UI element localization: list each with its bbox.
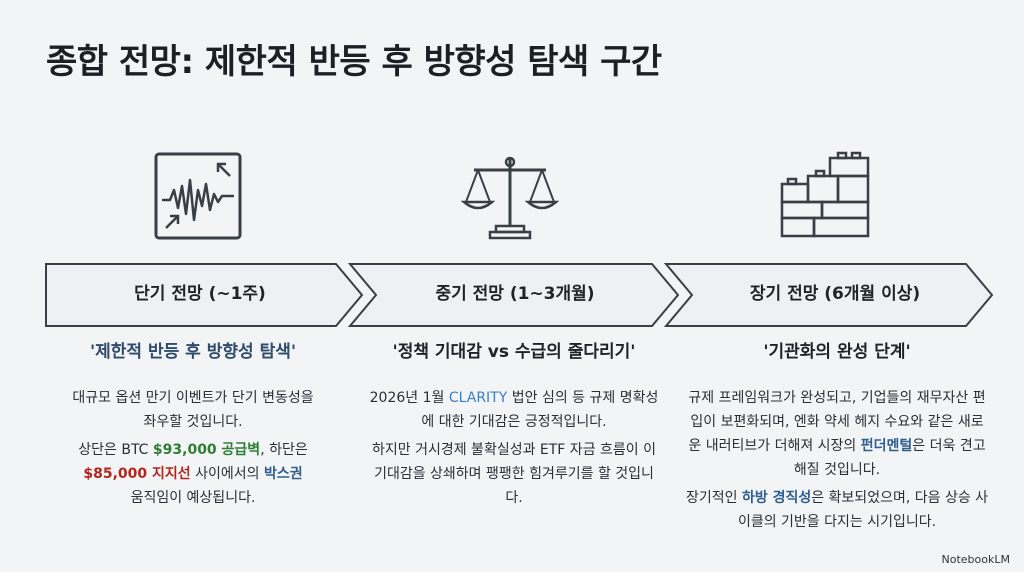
balance-scale-icon: [460, 150, 560, 242]
mid-p1: 2026년 1월 CLARITY 법안 심의 등 규제 명확성에 대한 기대감은…: [369, 390, 659, 430]
short-p1: 대규모 옵션 만기 이벤트가 단기 변동성을 좌우할 것입니다.: [72, 390, 314, 430]
building-blocks-icon: [778, 150, 874, 242]
mid-p2: 하지만 거시경제 불확실성과 ETF 자금 흐름이 이 기대감을 상쇄하며 팽팽…: [372, 442, 656, 506]
fundamentals-keyword: 펀더멘털: [860, 438, 913, 454]
column-long-term: '기관화의 완성 단계' 규제 프레임워크가 완성되고, 기업들의 재무자산 편…: [684, 340, 990, 538]
box-range-keyword: 박스권: [263, 466, 303, 482]
column-mid-term: '정책 기대감 vs 수급의 줄다리기' 2026년 1월 CLARITY 법안…: [368, 340, 660, 514]
short-p2: 상단은 BTC $93,000 공급벽, 하단은 $85,000 지지선 사이에…: [78, 442, 308, 506]
headline-mid: '정책 기대감 vs 수급의 줄다리기': [392, 342, 636, 362]
volatility-chart-icon: [152, 150, 244, 242]
arrow-long-term: [663, 263, 994, 327]
page-title: 종합 전망: 제한적 반등 후 방향성 탐색 구간: [46, 42, 662, 82]
brand-logo: NotebookLM: [941, 553, 1010, 566]
supply-wall-value: $93,000 공급벽: [152, 442, 261, 458]
arrow-mid-term: [347, 263, 680, 327]
headline-long: '기관화의 완성 단계': [763, 342, 911, 362]
stage-label-long: 장기 전망 (6개월 이상): [749, 284, 921, 304]
support-level-value: $85,000 지지선: [83, 466, 191, 482]
column-short-term: '제한적 반등 후 방향성 탐색' 대규모 옵션 만기 이벤트가 단기 변동성을…: [48, 340, 338, 514]
stage-label-mid: 중기 전망 (1~3개월): [435, 284, 595, 304]
clarity-keyword: CLARITY: [448, 390, 508, 406]
headline-short: '제한적 반등 후 방향성 탐색': [89, 342, 297, 362]
timeline-arrows: [45, 263, 994, 327]
long-p2: 장기적인 하방 경직성은 확보되었으며, 다음 상승 사이클의 기반을 다지는 …: [685, 490, 989, 530]
stage-label-short: 단기 전망 (~1주): [134, 284, 266, 304]
long-p1: 규제 프레임워크가 완성되고, 기업들의 재무자산 편입이 보편화되며, 엔화 …: [688, 390, 986, 478]
downside-rigidity-keyword: 하방 경직성: [741, 490, 812, 506]
arrow-short-term: [45, 263, 364, 327]
